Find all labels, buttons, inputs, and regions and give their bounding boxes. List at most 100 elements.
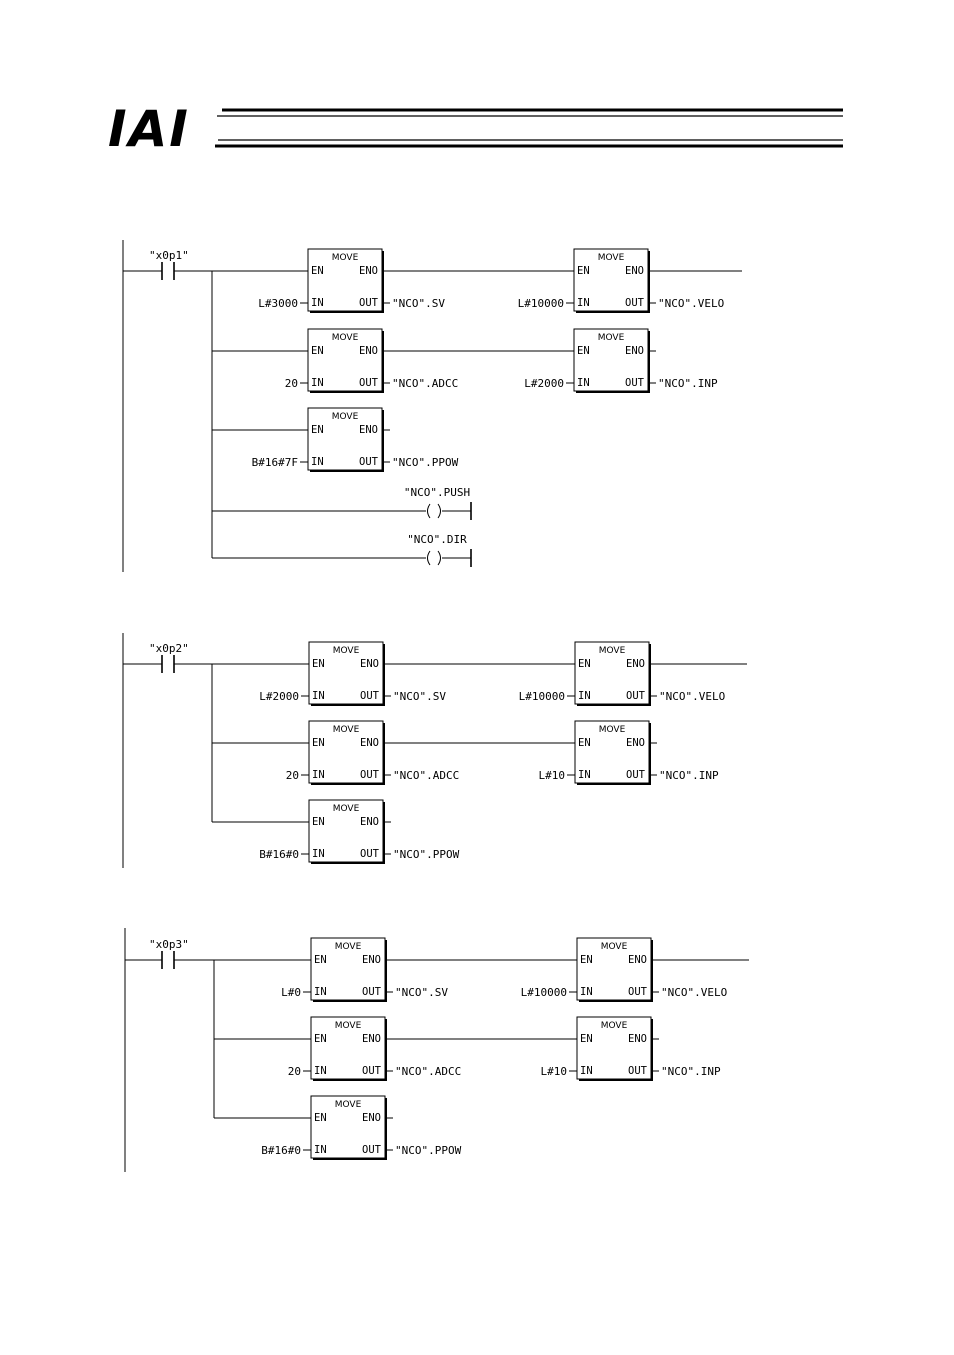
pin-eno: ENO bbox=[362, 1112, 381, 1124]
pin-in: IN bbox=[577, 377, 590, 389]
pin-en: EN bbox=[311, 265, 324, 277]
pin-out: OUT bbox=[626, 769, 646, 781]
in-value: 20 bbox=[286, 769, 299, 782]
pin-out: OUT bbox=[628, 986, 648, 998]
block-title: MOVE bbox=[333, 725, 360, 735]
pin-out: OUT bbox=[628, 1065, 648, 1077]
block-title: MOVE bbox=[599, 725, 626, 735]
out-value: "NCO".VELO bbox=[658, 297, 724, 310]
in-value: B#16#0 bbox=[259, 848, 299, 861]
pin-en: EN bbox=[314, 1033, 327, 1045]
pin-in: IN bbox=[578, 769, 591, 781]
pin-in: IN bbox=[577, 297, 590, 309]
pin-out: OUT bbox=[625, 297, 645, 309]
block-title: MOVE bbox=[335, 1021, 362, 1031]
pin-in: IN bbox=[314, 1065, 327, 1077]
block-frame bbox=[310, 937, 386, 1001]
pin-in: IN bbox=[312, 848, 325, 860]
pin-eno: ENO bbox=[626, 658, 645, 670]
out-value: "NCO".INP bbox=[659, 769, 719, 782]
header: IAI bbox=[108, 100, 843, 158]
pin-eno: ENO bbox=[360, 737, 379, 749]
pin-eno: ENO bbox=[362, 1033, 381, 1045]
out-value: "NCO".SV bbox=[395, 986, 448, 999]
in-value: B#16#7F bbox=[252, 456, 298, 469]
block-frame bbox=[307, 328, 383, 392]
block-title: MOVE bbox=[332, 333, 359, 343]
pin-eno: ENO bbox=[628, 1033, 647, 1045]
coil-label: "NCO".DIR bbox=[407, 533, 467, 546]
block-frame bbox=[307, 407, 383, 471]
out-value: "NCO".PPOW bbox=[392, 456, 459, 469]
pin-in: IN bbox=[311, 297, 324, 309]
pin-in: IN bbox=[314, 1144, 327, 1156]
pin-out: OUT bbox=[362, 1065, 382, 1077]
coil: "NCO".PUSH bbox=[212, 486, 472, 520]
pin-in: IN bbox=[311, 377, 324, 389]
pin-en: EN bbox=[578, 737, 591, 749]
block-title: MOVE bbox=[333, 804, 360, 814]
logo: IAI bbox=[108, 100, 190, 158]
pin-out: OUT bbox=[362, 986, 382, 998]
block-frame bbox=[310, 1095, 386, 1159]
contact-label: "x0p3" bbox=[149, 938, 189, 951]
out-value: "NCO".INP bbox=[661, 1065, 721, 1078]
pin-en: EN bbox=[312, 658, 325, 670]
pin-en: EN bbox=[580, 954, 593, 966]
pin-en: EN bbox=[580, 1033, 593, 1045]
coil: "NCO".DIR bbox=[212, 533, 472, 567]
out-value: "NCO".INP bbox=[658, 377, 718, 390]
block-title: MOVE bbox=[332, 253, 359, 263]
in-value: L#10 bbox=[541, 1065, 568, 1078]
block-frame bbox=[576, 937, 652, 1001]
pin-in: IN bbox=[578, 690, 591, 702]
pin-eno: ENO bbox=[625, 345, 644, 357]
pin-eno: ENO bbox=[626, 737, 645, 749]
pin-out: OUT bbox=[359, 456, 379, 468]
out-value: "NCO".ADCC bbox=[392, 377, 458, 390]
in-value: B#16#0 bbox=[261, 1144, 301, 1157]
pin-out: OUT bbox=[359, 297, 379, 309]
block-frame bbox=[576, 1016, 652, 1080]
block-frame bbox=[308, 720, 384, 784]
block-title: MOVE bbox=[598, 333, 625, 343]
in-value: L#0 bbox=[281, 986, 301, 999]
block-title: MOVE bbox=[601, 1021, 628, 1031]
block-title: MOVE bbox=[599, 646, 626, 656]
block-title: MOVE bbox=[332, 412, 359, 422]
out-value: "NCO".VELO bbox=[661, 986, 727, 999]
pin-out: OUT bbox=[360, 848, 380, 860]
block-title: MOVE bbox=[598, 253, 625, 263]
block-frame bbox=[573, 328, 649, 392]
in-value: L#2000 bbox=[259, 690, 299, 703]
pin-out: OUT bbox=[625, 377, 645, 389]
block-title: MOVE bbox=[335, 1100, 362, 1110]
pin-en: EN bbox=[311, 345, 324, 357]
coil-paren-left bbox=[427, 503, 431, 519]
block-title: MOVE bbox=[333, 646, 360, 656]
pin-out: OUT bbox=[360, 769, 380, 781]
pin-out: OUT bbox=[626, 690, 646, 702]
in-value: 20 bbox=[285, 377, 298, 390]
pin-in: IN bbox=[314, 986, 327, 998]
pin-in: IN bbox=[580, 986, 593, 998]
pin-eno: ENO bbox=[359, 345, 378, 357]
pin-in: IN bbox=[312, 769, 325, 781]
coil-label: "NCO".PUSH bbox=[404, 486, 470, 499]
out-value: "NCO".ADCC bbox=[393, 769, 459, 782]
